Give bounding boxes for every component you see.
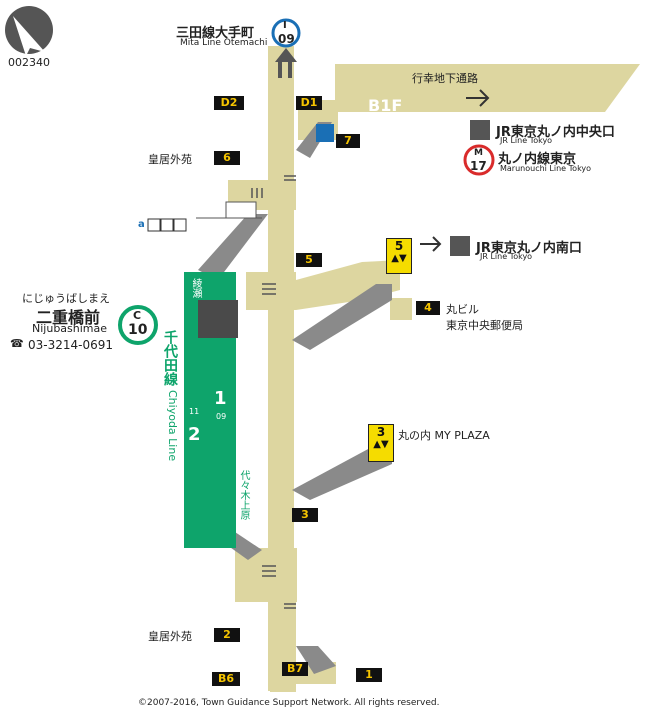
exit-3-box-number: 3 — [376, 425, 386, 439]
passage-label: 行幸地下通路 — [412, 72, 478, 85]
station-badge — [118, 305, 158, 345]
dir-north: 綾瀬 — [190, 278, 201, 298]
exit-d1[interactable]: D1 — [296, 96, 322, 110]
station-number: 10 — [128, 322, 148, 338]
marunouchi-letter: M — [474, 148, 483, 158]
code-down: 09 — [216, 412, 227, 421]
map-id: 002340 — [8, 56, 50, 69]
line-name-en: Chiyoda Line — [166, 390, 179, 462]
platform-2: 2 — [188, 424, 201, 445]
level-label: B1F — [368, 96, 403, 115]
wheelchair-icon — [316, 124, 334, 142]
mita-badge — [271, 18, 301, 48]
mita-line-name-en: Mita Line Otemachi — [180, 38, 268, 48]
marunouchi-jp: 丸ノ内線東京 — [498, 152, 577, 167]
north-arrow-icon — [13, 16, 45, 56]
exit-4[interactable]: 4 — [416, 301, 440, 315]
exit-d2[interactable]: D2 — [214, 96, 244, 110]
exit-7[interactable]: 7 — [336, 134, 360, 148]
mita-line-number: 09 — [278, 32, 295, 46]
elevator-icon-2: ▲▼ — [373, 439, 389, 450]
code-up: 11 — [189, 407, 200, 416]
station-letter: C — [133, 309, 142, 322]
elevator-icon: ▲▼ — [391, 253, 407, 264]
passages — [228, 46, 640, 692]
facility-icons — [147, 218, 187, 232]
exit-6[interactable]: 6 — [214, 151, 240, 165]
exit-5[interactable]: 5 — [296, 253, 322, 267]
exit-3-box[interactable]: 3 ▲▼ — [368, 424, 394, 462]
exit-b7[interactable]: B7 — [282, 662, 308, 676]
marunouchi-number: 17 — [470, 159, 487, 173]
jr-train-icon-south — [450, 236, 470, 256]
exit-1[interactable]: 1 — [356, 668, 382, 682]
kokyo-label-1: 皇居外苑 — [148, 153, 192, 166]
marunouchi-en: Marunouchi Line Tokyo — [500, 164, 592, 173]
marubiru-label: 丸ビル — [446, 303, 479, 316]
my-plaza-label: 丸の内 MY PLAZA — [398, 429, 490, 442]
copyright: ©2007-2016, Town Guidance Support Networ… — [138, 698, 440, 708]
line-name-jp: 千代田線 — [162, 330, 178, 386]
toilet-icon — [225, 201, 257, 219]
phone-icon: ☎ — [10, 337, 24, 350]
jr-train-icon — [470, 120, 490, 140]
jr-south-jp: JR東京丸ノ内南口 — [476, 241, 582, 256]
station-phone: 03-3214-0691 — [28, 338, 114, 352]
jr-central-en: JR Line Tokyo — [500, 136, 553, 145]
jr-south-en: JR Line Tokyo — [480, 252, 533, 261]
dir-south: 代々木上原 — [238, 470, 249, 520]
north-badge — [5, 6, 53, 54]
station-kana: にじゅうばしまえ — [22, 292, 110, 305]
platform-1: 1 — [214, 388, 227, 409]
exit-b6[interactable]: B6 — [212, 672, 240, 686]
jr-central-jp: JR東京丸ノ内中央口 — [496, 125, 615, 140]
exit-2[interactable]: 2 — [214, 628, 240, 642]
kokyo-label-2: 皇居外苑 — [148, 630, 192, 643]
exit-3[interactable]: 3 — [292, 508, 318, 522]
marunouchi-badge — [463, 144, 495, 176]
stairs-marks — [251, 175, 296, 609]
exit-5-box-number: 5 — [394, 239, 404, 253]
mita-line-name-jp: 三田線大手町 — [176, 26, 255, 41]
station-romaji: Nijubashimae — [32, 322, 108, 335]
mita-line-letter: I — [283, 20, 287, 31]
facilities-letter: a — [138, 219, 145, 230]
exit-5-box[interactable]: 5 ▲▼ — [386, 238, 412, 274]
right-arrow-icons — [420, 89, 490, 252]
up-arrow-icon — [275, 48, 297, 78]
station-kanji: 二重橋前 — [36, 308, 101, 327]
post-office-label: 東京中央郵便局 — [446, 319, 523, 332]
ticket-gate — [198, 300, 238, 338]
